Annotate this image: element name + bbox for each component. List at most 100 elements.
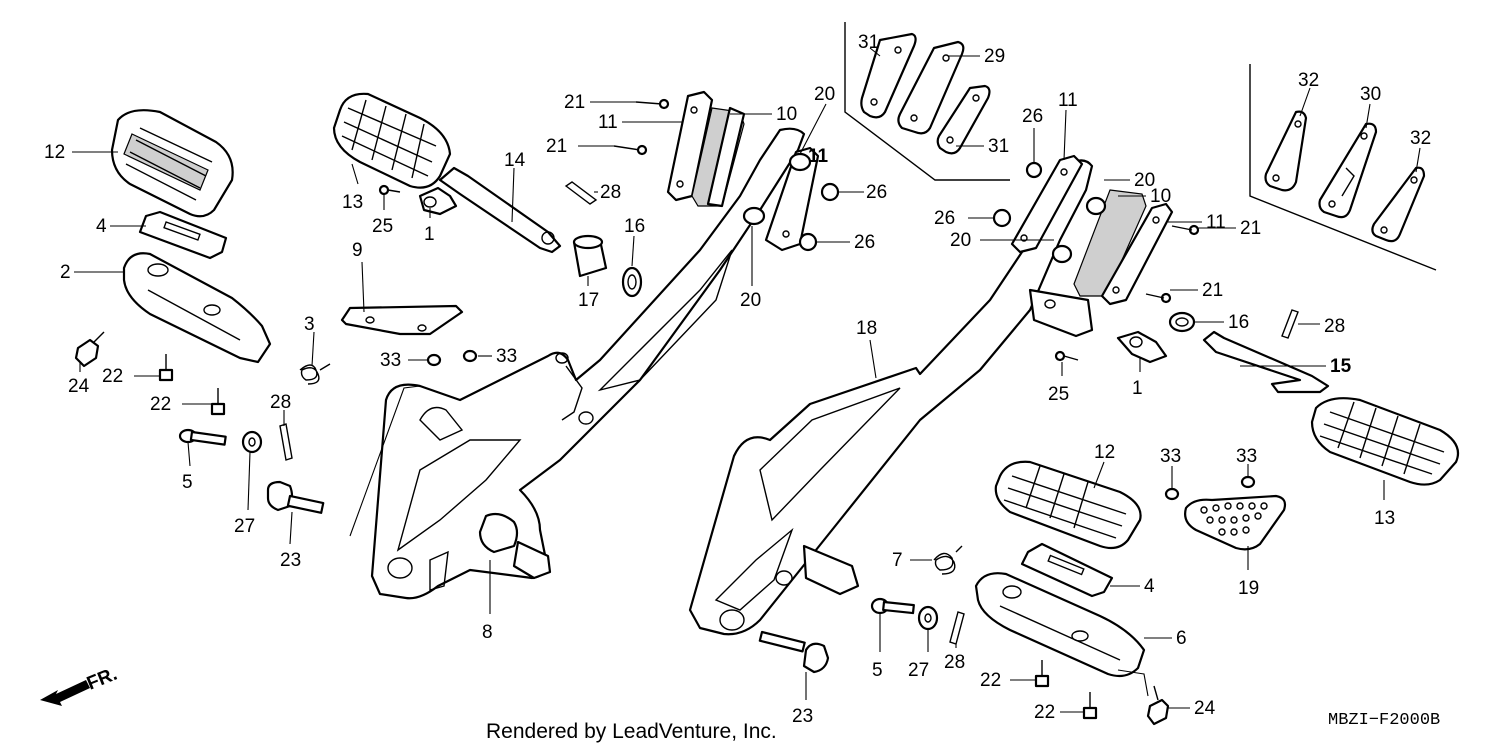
bolt-24-left [74,331,105,368]
bolt-23-left [266,480,325,514]
washer-33-right-b [1240,475,1256,489]
callout-11-c: 11 [1058,90,1078,111]
callout-16-a: 16 [624,216,645,237]
bolt-21-right-upper [1171,224,1200,236]
collar-20-left-lower [742,206,766,226]
pin-28-right-lower [949,611,965,645]
callout-20-b: 20 [740,290,761,311]
plate-4-right [1020,542,1114,598]
plate-31-upper [860,32,917,119]
bolt-22-right-lower [1082,692,1098,720]
callout-12-b: 12 [1094,442,1115,463]
collar-20-right-upper [1085,196,1107,216]
plate-31-lower [936,84,991,155]
footpeg-rubber-12-right [994,460,1142,550]
callout-26-a: 26 [866,182,887,203]
callout-5-b: 5 [872,660,883,681]
collar-20-left-upper [788,152,812,172]
callout-33-d: 33 [1236,446,1257,467]
footpeg-rubber-12-left [110,109,234,218]
plate-11-right-lower [1100,202,1174,306]
callout-9: 9 [352,240,363,261]
callout-22-b: 22 [150,394,171,415]
callout-23-b: 23 [792,706,813,727]
spring-3 [299,363,331,385]
bolt-22-left-lower [210,388,226,416]
nut-26-b [798,232,818,252]
plate-4-left [138,210,228,260]
callout-31-a: 31 [858,32,879,53]
pin-28-lower-left [279,423,293,461]
callout-30: 30 [1360,84,1381,105]
callout-4-b: 4 [1144,576,1155,597]
plate-10-left [691,106,746,208]
callout-21-d: 21 [1202,280,1223,301]
callout-11-b: 11 [808,146,829,167]
plate-11-right-upper [1010,154,1084,254]
washer-27-right [917,605,939,631]
nut-26-c [1025,161,1043,179]
step-bar-6-right [974,572,1146,678]
collar-20-right-lower [1051,244,1073,264]
callout-28-c: 28 [1324,316,1345,337]
arm-15 [1202,330,1330,394]
washer-33-right-a [1164,487,1180,501]
callout-13-a: 13 [342,192,363,213]
callout-1-a: 1 [424,224,435,245]
inset-box-rear-plates [844,22,1010,181]
callout-32-b: 32 [1410,128,1431,149]
diagram-code: MBZI−F2000B [1328,711,1440,730]
credit-text: Rendered by LeadVenture, Inc. [486,720,777,743]
callout-33-a: 33 [380,350,401,371]
pin-28-upper-left [564,181,598,205]
callout-7: 7 [892,550,903,571]
bracket-18 [688,159,1094,636]
direction-label: FR. [84,664,120,695]
nut-26-d [992,208,1012,228]
pin-5-left [178,428,227,446]
callout-2: 2 [60,262,71,283]
callout-33-b: 33 [496,346,517,367]
collar-17 [572,234,608,278]
callout-8: 8 [482,622,493,643]
bolt-21-lower-left [613,144,648,156]
callout-20-c: 20 [1134,170,1155,191]
callout-32-a: 32 [1298,70,1319,91]
callout-26-b: 26 [854,232,875,253]
footpeg-rubber-13-left [332,92,452,189]
callout-26-c: 26 [1022,106,1043,127]
washer-33-left-b [462,349,478,363]
callout-20-a: 20 [814,84,835,105]
callout-18: 18 [856,318,877,339]
pivot-1-right [1116,330,1168,364]
callout-6: 6 [1176,628,1187,649]
callout-33-c: 33 [1160,446,1181,467]
callout-14: 14 [504,150,526,171]
nut-26-a [820,182,840,202]
callout-27-b: 27 [908,660,929,681]
callout-21-b: 21 [546,136,567,157]
bracket-9 [340,304,464,336]
washer-27-left [241,430,263,454]
bolt-21-upper-left [635,98,670,110]
plate-32-right [1371,166,1426,243]
inset-box-front-plates [1249,64,1437,271]
plate-32-left [1264,110,1308,192]
callout-26-d: 26 [934,208,955,229]
callout-22-c: 22 [980,670,1001,691]
bolt-24-right [1146,685,1170,726]
bolt-21-right-lower [1145,292,1172,304]
bolt-25-right [1054,350,1079,362]
heel-guard-19 [1184,494,1287,551]
pin-5-right [870,597,915,615]
footpeg-rubber-13-right [1310,397,1460,486]
callout-22-a: 22 [102,366,123,387]
bolt-22-right-upper [1034,660,1050,688]
callout-23-a: 23 [280,550,301,571]
callout-10-b: 10 [1150,186,1171,207]
washer-16-right [1168,311,1196,333]
callout-1-b: 1 [1132,378,1143,399]
washer-16-left [621,266,643,298]
callout-11-d: 11 [1206,212,1226,233]
